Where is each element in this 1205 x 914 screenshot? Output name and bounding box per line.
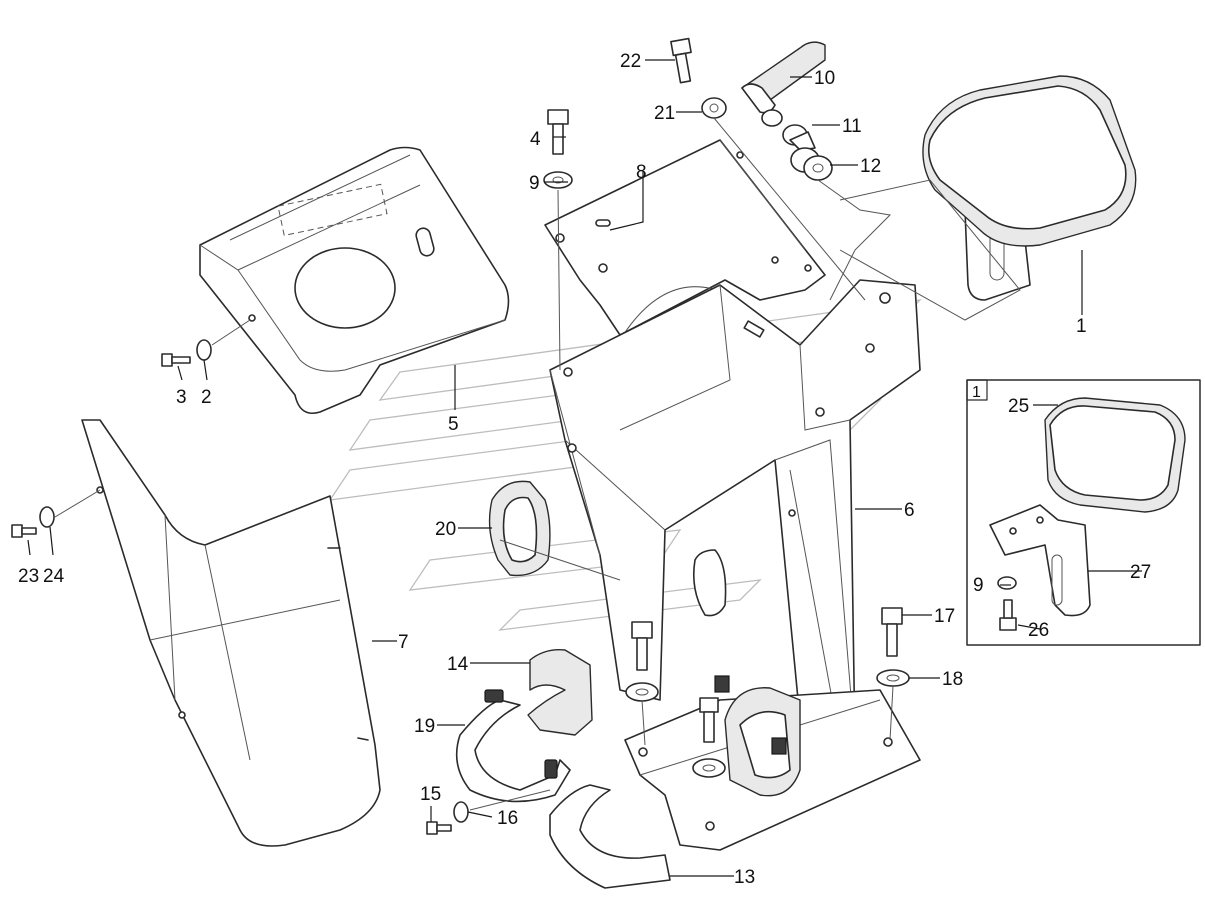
top-cover-housing [199,146,510,414]
callout-1: 1 [1076,316,1087,337]
inset-detail-box [966,379,1201,646]
bushing-11 [782,124,816,151]
callout-6: 6 [904,500,915,521]
washer-16 [453,801,469,823]
callout-24: 24 [43,566,65,587]
washer-24 [39,506,55,528]
callout-9: 9 [529,173,540,194]
washer-18 [876,669,910,687]
callout-12: 12 [860,156,881,177]
center-bolt-a [625,621,659,702]
callout-10: 10 [814,68,835,89]
callout-labels: 1 2 3 4 5 6 7 8 9 10 11 12 13 14 15 16 1… [18,51,1151,888]
callout-19: 19 [414,716,435,737]
callout-4: 4 [530,129,541,150]
washer-9 [543,171,573,189]
callout-3: 3 [176,387,187,408]
column-collar [714,675,801,797]
callout-18: 18 [942,669,963,690]
clamp-half-upper [527,649,593,736]
callout-7: 7 [398,632,409,653]
washer-21 [701,97,727,119]
callout-15: 15 [420,784,441,805]
callout-17: 17 [934,606,955,627]
inset-tag: 1 [972,384,981,401]
callout-20: 20 [435,519,456,540]
leader-lines [27,59,1142,877]
callout-13: 13 [734,867,755,888]
callout-8: 8 [636,162,647,183]
lever-handle [741,41,826,127]
callout-23: 23 [18,566,39,587]
cable-slot [692,549,727,617]
hose-clamp [455,689,571,803]
bolt-17 [881,607,903,657]
armrest-assembly [922,75,1137,301]
screw-15 [426,821,452,835]
main-column-frame [549,279,921,746]
callout-27: 27 [1130,562,1151,583]
screw-23 [11,524,37,538]
callout-16: 16 [497,808,518,829]
callout-5: 5 [448,414,459,435]
callout-14: 14 [447,654,469,675]
bolt-4 [547,109,569,155]
callout-21: 21 [654,103,675,124]
callout-11: 11 [842,116,862,137]
callout-26: 26 [1028,620,1049,641]
screw-3 [161,353,191,367]
bolt-22 [670,37,692,84]
grommet [488,480,551,577]
callout-22: 22 [620,51,641,72]
clamp-half-lower [549,784,671,889]
bushing-12 [790,147,833,181]
assembly-guides [54,117,1021,811]
side-cover-panel [81,419,381,847]
callout-25: 25 [1008,396,1029,417]
center-bolt-b [692,697,726,778]
callout-2: 2 [201,387,212,408]
callout-9-inset: 9 [973,575,984,596]
washer-2 [196,339,212,361]
